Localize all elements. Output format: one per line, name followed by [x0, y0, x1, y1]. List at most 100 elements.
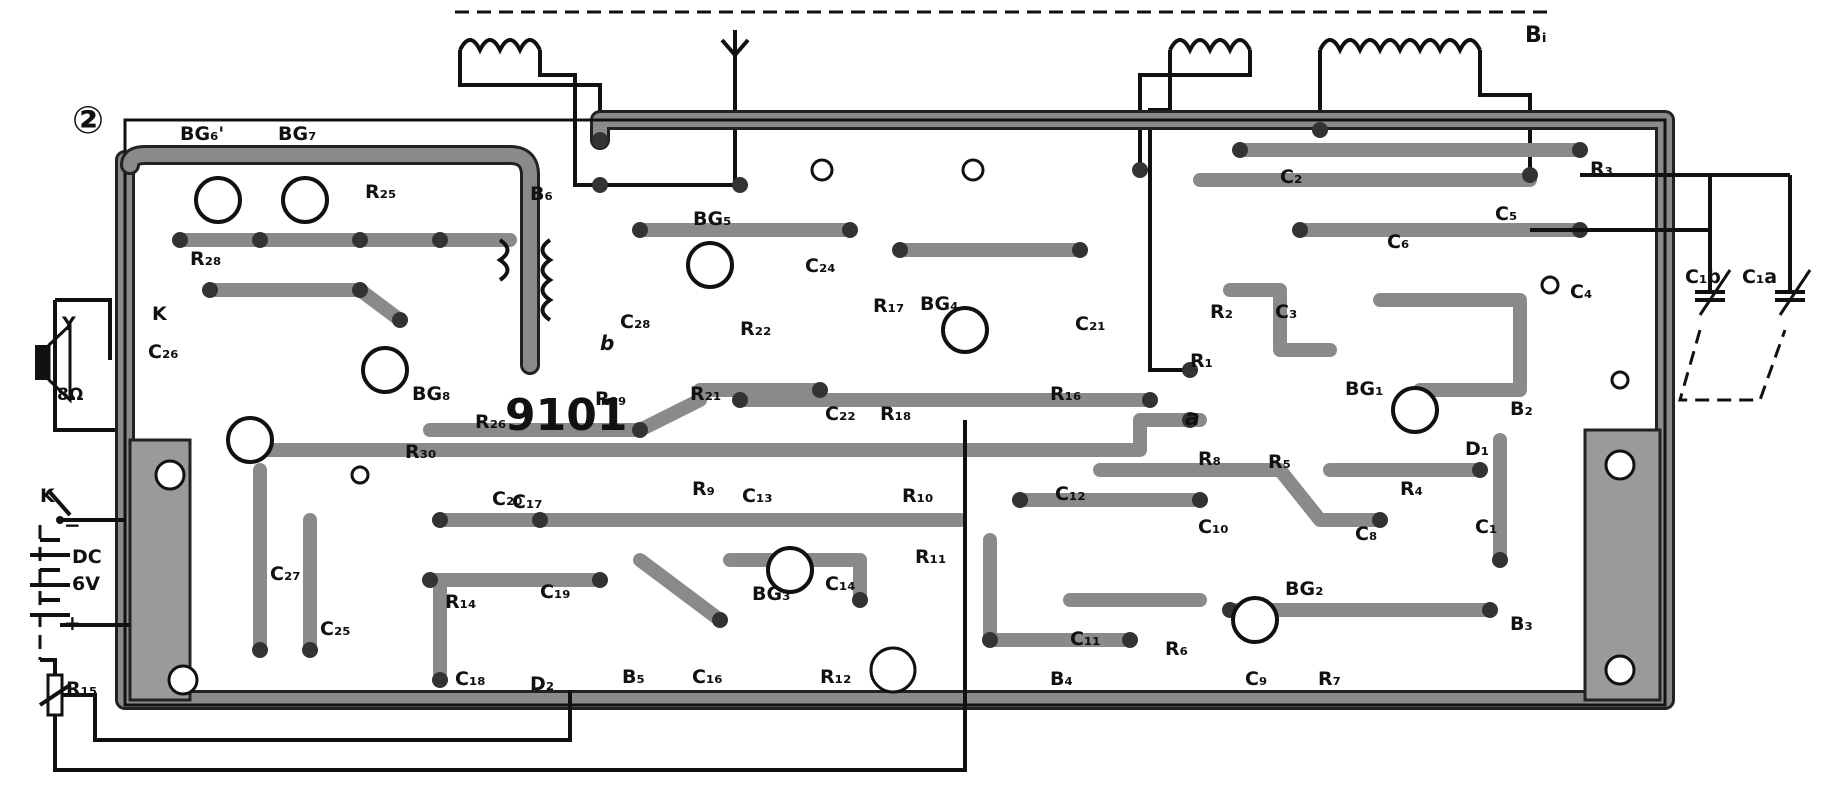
volume-long-wire	[53, 420, 967, 772]
switch-label-2: K	[152, 303, 168, 325]
transformer-labels: B₂ B₃ B₄ B₅ B₆	[530, 183, 1533, 690]
battery-dc: DC	[72, 546, 102, 568]
label-c9: C₉	[1245, 668, 1267, 690]
mounting-hole	[350, 465, 370, 485]
label-c22: C₂₂	[825, 403, 856, 425]
label-r4: R₄	[1400, 478, 1423, 500]
label-c25: C₂₅	[320, 618, 351, 640]
wire-b1-b	[1478, 50, 1532, 175]
speaker-label: Y	[61, 313, 76, 335]
label-r26: R₂₆	[475, 411, 506, 433]
label-b6: B₆	[530, 183, 553, 205]
label-r18: R₁₈	[880, 403, 911, 425]
wire-coil-left-b	[538, 50, 740, 187]
label-c18: C₁₈	[455, 668, 486, 690]
speaker: Y 8Ω	[35, 313, 83, 405]
transistor-bg8: BG₈	[361, 346, 450, 405]
svg-text:BG₅: BG₅	[693, 208, 731, 230]
label-r6: R₆	[1165, 638, 1188, 660]
label-r16: R₁₆	[1050, 383, 1081, 405]
mounting-hole	[1604, 654, 1636, 686]
transistor-bg1: BG₁	[1345, 378, 1439, 434]
label-r30: R₃₀	[405, 441, 436, 463]
mounting-hole	[961, 158, 985, 182]
label-c14: C₁₄	[825, 573, 856, 595]
transistor-bg3: BG₃	[752, 546, 814, 605]
battery-voltage: 6V	[72, 573, 100, 595]
gang-link-dashed	[1678, 329, 1787, 402]
transistor-bg6p: BG₆'	[180, 123, 242, 224]
label-c21: C₂₁	[1075, 313, 1106, 335]
label-c10: C₁₀	[1198, 516, 1229, 538]
variable-capacitor-c1a	[1775, 175, 1812, 316]
label-r10: R₁₀	[902, 485, 933, 507]
label-c5: C₅	[1495, 203, 1517, 225]
resistor-labels: R₁ R₂ R₃ R₄ R₅ R₆ R₇ R₈ R₉ R₁₀ R₁₁ R₁₂ R…	[66, 158, 1613, 700]
label-r21: R₂₁	[690, 383, 721, 405]
transformer-coil-left	[496, 238, 510, 282]
label-c6: C₆	[1387, 231, 1409, 253]
speaker-impedance: 8Ω	[57, 385, 83, 405]
variable-capacitor-c1b	[1695, 175, 1732, 316]
volume-wire-top	[40, 658, 57, 675]
transistor-bg4: BG₄	[920, 293, 989, 354]
node-b-label: b	[600, 331, 614, 355]
mounting-hole	[1540, 275, 1560, 295]
switch-label: K	[40, 485, 56, 507]
svg-text:BG₄: BG₄	[920, 293, 958, 315]
solder-pads	[172, 122, 1588, 688]
svg-text:BG₈: BG₈	[412, 383, 450, 405]
transformer-b6-coil	[540, 238, 554, 322]
label-c1a: C₁a	[1742, 266, 1777, 288]
label-r1: R₁	[1190, 350, 1213, 372]
power-switch: K	[40, 485, 72, 524]
bias-coil-b1	[1318, 38, 1482, 55]
svg-text:BG₃: BG₃	[752, 583, 790, 605]
label-r11: R₁₁	[915, 546, 946, 568]
label-r22: R₂₂	[740, 318, 771, 340]
label-c28: C₂₈	[620, 311, 651, 333]
label-r5: R₅	[1268, 451, 1291, 473]
svg-text:BG₇: BG₇	[278, 123, 316, 145]
label-d2: D₂	[530, 673, 554, 695]
label-c11: C₁₁	[1070, 628, 1101, 650]
mounting-hole	[810, 158, 834, 182]
label-r28: R₂₈	[190, 248, 221, 270]
transistor-bg7: BG₇	[278, 123, 329, 224]
label-b5: B₅	[622, 666, 645, 688]
label-c3: C₃	[1275, 301, 1297, 323]
label-c26: C₂₆	[148, 341, 179, 363]
board-outline	[123, 118, 1667, 707]
label-r9: R₉	[692, 478, 715, 500]
label-c20: C₂₀	[492, 488, 523, 510]
wire-coil-left-a	[458, 50, 602, 125]
label-b3: B₃	[1510, 613, 1533, 635]
label-r2: R₂	[1210, 301, 1233, 323]
transistor-bg5: BG₅	[686, 208, 734, 289]
label-d1: D₁	[1465, 438, 1489, 460]
top-left-loop	[123, 148, 537, 372]
label-c17: C₁₇	[512, 491, 543, 513]
volume-wiper-wire	[62, 690, 572, 742]
transistor-output	[226, 416, 274, 464]
label-b1: Bᵢ	[1525, 23, 1547, 48]
label-r8: R₈	[1198, 448, 1221, 470]
mounting-hole	[154, 459, 186, 491]
antenna-coil-left	[458, 38, 542, 55]
label-c1b: C₁b	[1685, 266, 1721, 288]
mounting-hole	[1604, 449, 1636, 481]
label-r17: R₁₇	[873, 295, 904, 317]
transistor-bg2: BG₂	[1231, 578, 1323, 644]
label-r29: R₂₉	[595, 388, 626, 410]
label-r14: R₁₄	[445, 591, 476, 613]
label-c27: C₂₇	[270, 563, 301, 585]
battery-minus: −	[64, 513, 81, 537]
speaker-wiring	[53, 298, 115, 432]
oscillator-coil	[1168, 38, 1252, 55]
label-r12: R₁₂	[820, 666, 851, 688]
capacitor-labels: C₁ C₂ C₃ C₄ C₅ C₆ C₈ C₉ C₁₀ C₁₁ C₁₂ C₁₃ …	[148, 166, 1777, 690]
label-r25: R₂₅	[365, 181, 396, 203]
mounting-hole	[167, 664, 199, 696]
label-c4: C₄	[1570, 281, 1592, 303]
